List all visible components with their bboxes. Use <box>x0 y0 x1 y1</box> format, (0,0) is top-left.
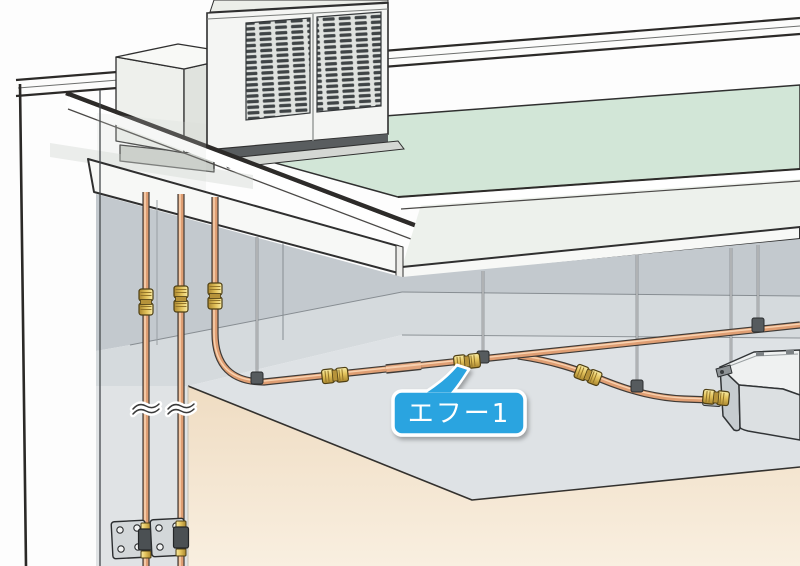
hanger-rods <box>255 237 760 382</box>
building-corner-edge <box>18 83 28 566</box>
louver-grille-right <box>316 11 382 113</box>
brass-fitting <box>701 388 731 407</box>
branch-pipe-to-indoor-unit <box>517 352 713 404</box>
brass-fitting <box>320 366 350 385</box>
back-wall-upper <box>96 194 800 351</box>
callout-bubble[interactable]: エフー1 <box>391 363 527 437</box>
callout-tail-fill <box>427 367 467 393</box>
unit-base <box>212 134 388 160</box>
slab-edge <box>87 158 800 281</box>
callout-body <box>391 389 527 437</box>
roof-edge-cut <box>65 90 433 248</box>
vertical-pipe-2 <box>177 194 185 566</box>
callout-label: エフー1 <box>408 399 511 429</box>
roof-fascia <box>397 168 800 267</box>
outdoor-unit <box>206 0 405 169</box>
unit-hanger-bracket <box>715 364 733 378</box>
brass-fitting <box>207 282 223 310</box>
vertical-pipe-1 <box>142 192 150 566</box>
pipe-sleeve-joint <box>385 360 422 374</box>
pipe-break-marks <box>129 400 198 418</box>
brass-fitting <box>138 288 154 316</box>
indoor-unit <box>702 349 800 441</box>
brass-fitting <box>173 285 189 313</box>
pipe-wall-bracket-right <box>149 517 190 558</box>
pipe-wall-bracket-left <box>110 519 155 560</box>
back-wall-mid <box>96 292 800 386</box>
louver-grille-left <box>245 17 311 121</box>
ghost-slab <box>50 143 253 189</box>
